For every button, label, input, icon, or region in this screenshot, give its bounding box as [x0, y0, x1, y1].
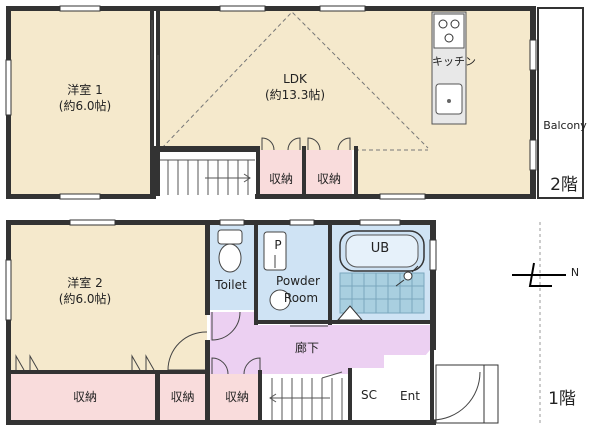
western1-size: (約6.0帖)	[58, 99, 112, 113]
upper-floor	[5, 5, 585, 200]
entrance-label: Ent	[400, 389, 420, 403]
washing-machine	[269, 289, 291, 311]
storage-b-doors	[307, 137, 351, 151]
storage-a-doors	[261, 137, 301, 151]
entrance-fill	[384, 355, 432, 420]
floor-label-2f: 2階	[550, 175, 578, 195]
lower-doors	[15, 311, 481, 421]
bathtub-inner	[345, 234, 419, 268]
storage-a-fill	[260, 150, 302, 195]
western2-name: 洋室 2	[67, 276, 103, 290]
western2-size: (約6.0帖)	[58, 292, 112, 306]
toilet-label: Toilet	[215, 278, 247, 292]
ldk-name: LDK	[283, 72, 307, 86]
kitchen-label: キッチン	[432, 55, 476, 68]
storage-small-fill	[210, 374, 262, 420]
western1-sliding-door	[151, 20, 159, 100]
powder-label-2: Room	[283, 291, 319, 305]
lower-windows	[5, 219, 437, 321]
hallway-label: 廊下	[294, 341, 319, 355]
powder-label-1: Powder	[276, 274, 320, 288]
sink-drain	[447, 99, 451, 103]
western2-fill	[10, 225, 207, 370]
compass-icon	[512, 262, 566, 287]
storage-b-fill	[306, 150, 352, 195]
sc-fill	[352, 370, 382, 420]
upper-windows	[5, 5, 537, 200]
storage-mid-label: 収納	[170, 390, 195, 404]
burner-2	[450, 19, 460, 29]
balcony-outline	[537, 7, 584, 199]
stove	[433, 13, 465, 49]
porch-outline	[435, 364, 499, 424]
hallway-fill	[210, 312, 430, 374]
ldk-fill	[160, 10, 530, 150]
toilet-fixture	[217, 229, 243, 273]
compass-north-label: N	[570, 266, 580, 279]
western1-name: 洋室 1	[67, 83, 103, 97]
balcony-label: Balcony	[543, 119, 587, 132]
shower-head-icon	[395, 265, 419, 287]
storage-b-label: 収納	[316, 172, 341, 186]
stair-lower	[269, 371, 343, 420]
burner-3	[444, 33, 454, 43]
storage-long-fill	[10, 374, 155, 420]
floor-label-1f: 1階	[548, 389, 576, 409]
bath-label: UB	[370, 241, 390, 256]
storage-mid-fill	[160, 374, 205, 420]
ldk-ceiling-lines	[161, 11, 429, 149]
balcony-fill	[540, 10, 585, 198]
powder-p-label: P	[274, 238, 282, 252]
stair-lower-fill	[262, 374, 348, 420]
storage-a-label: 収納	[268, 172, 293, 186]
western1-fill	[10, 10, 153, 195]
sc-label: SC	[361, 388, 377, 402]
ldk-size: (約13.3帖)	[264, 88, 326, 102]
ldk-lower-fill	[355, 150, 530, 195]
washbasin	[263, 231, 287, 271]
storage-long-label: 収納	[72, 390, 97, 404]
storage-small-label: 収納	[224, 390, 249, 404]
stair-upper	[160, 159, 255, 195]
burner-1	[438, 19, 448, 29]
bath-tiles	[339, 272, 425, 314]
lower-floor	[5, 219, 541, 425]
